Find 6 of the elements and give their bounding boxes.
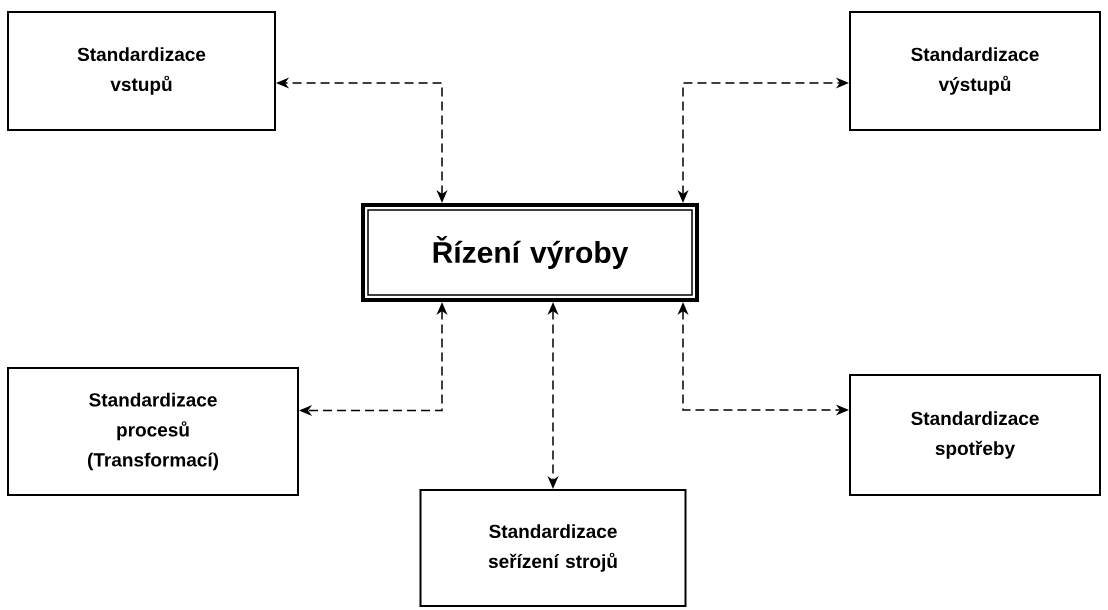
process-box: Standardizace spotřeby (849, 374, 1101, 496)
process-box: Standardizace výstupů (849, 11, 1101, 131)
process-box: Standardizace procesů (Transformací) (7, 367, 299, 496)
process-box: Standardizace vstupů (7, 11, 276, 131)
title-box: Řízení výroby (361, 203, 699, 302)
process-box: Standardizace seřízení strojů (419, 489, 687, 607)
